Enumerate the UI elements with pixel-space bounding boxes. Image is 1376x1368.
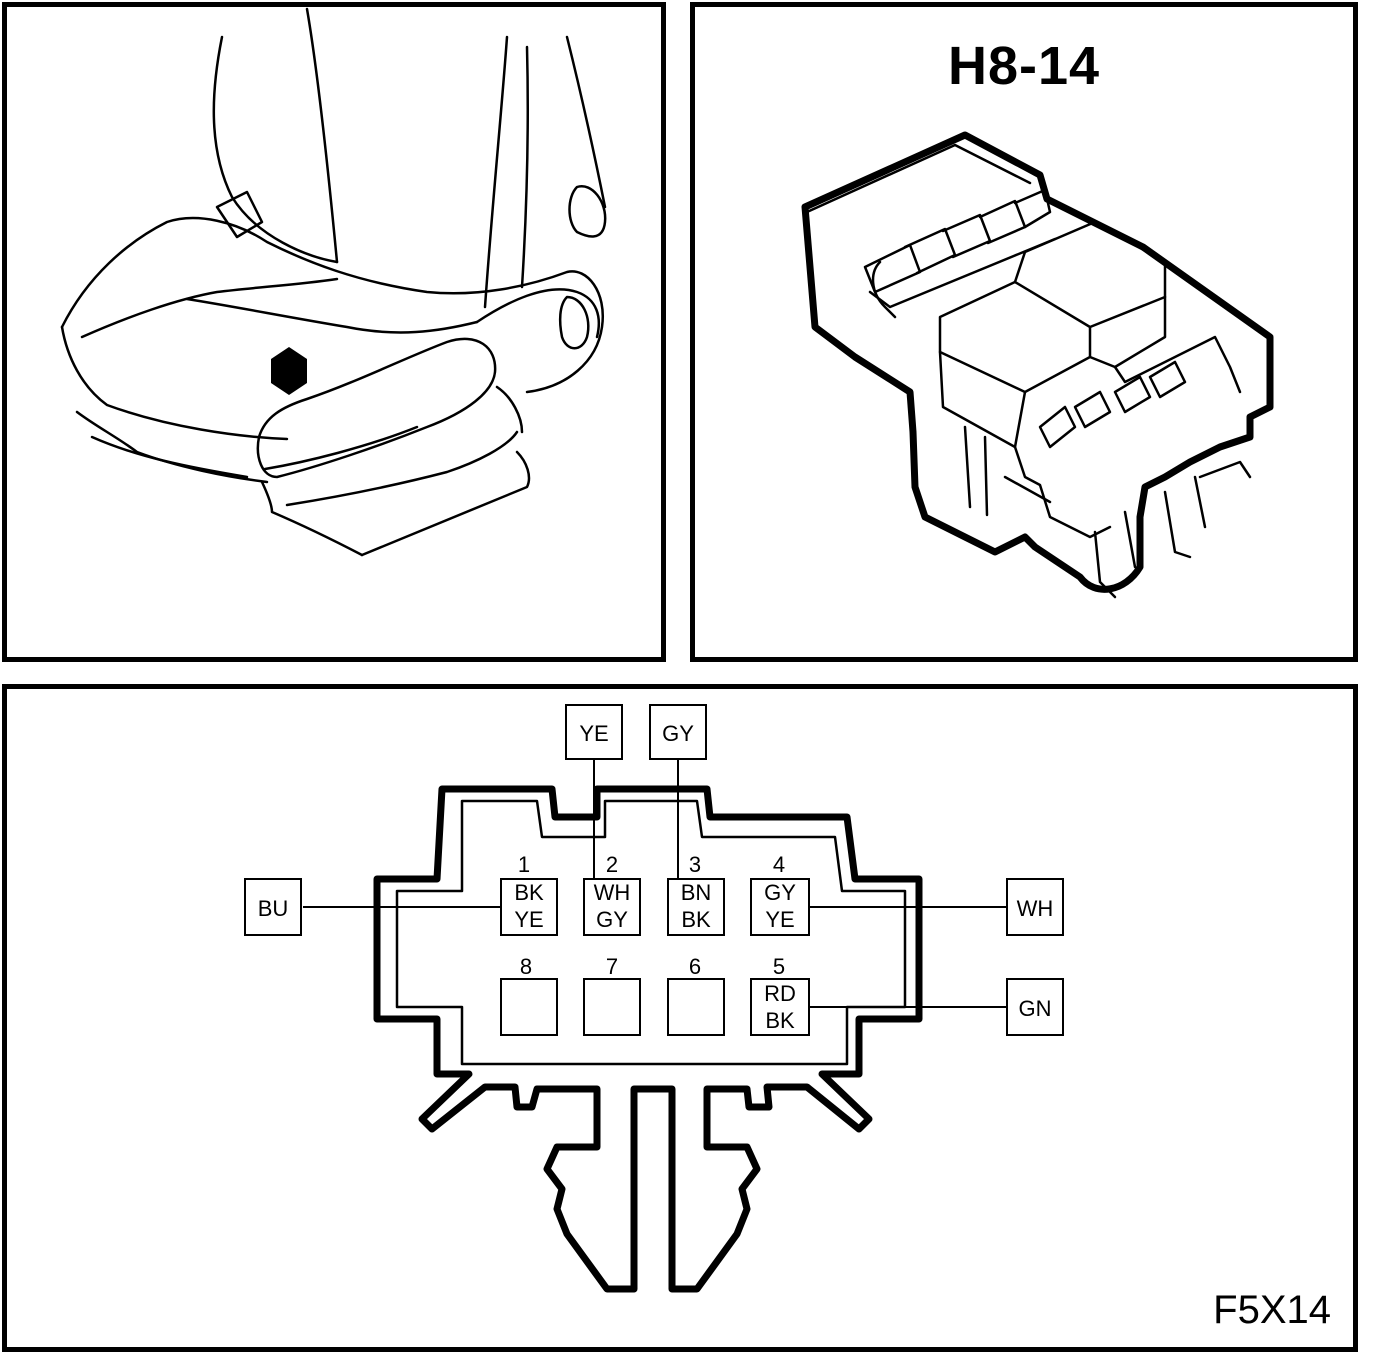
figure-code: F5X14 bbox=[1213, 1288, 1331, 1332]
pin-wire-color: GY bbox=[596, 907, 628, 932]
seat-location-panel bbox=[2, 2, 666, 662]
callout-gy-label: GY bbox=[662, 721, 694, 746]
pin-wire-color: BK bbox=[514, 880, 544, 905]
pin-7: 7 bbox=[583, 954, 641, 1036]
pin-wire-color: YE bbox=[765, 907, 794, 932]
pin-8: 8 bbox=[500, 954, 558, 1036]
pin-wire-color: BK bbox=[681, 907, 711, 932]
pin-6: 6 bbox=[667, 954, 725, 1036]
callout-wh-label: WH bbox=[1017, 896, 1054, 921]
pin-5: 5 RD BK bbox=[750, 954, 810, 1036]
callout-gn-label: GN bbox=[1019, 996, 1052, 1021]
connector-view-panel: H8-14 bbox=[690, 2, 1358, 662]
callout-wh: WH bbox=[1006, 878, 1064, 936]
pin-number: 6 bbox=[689, 954, 701, 979]
callout-gn: GN bbox=[1006, 978, 1064, 1036]
pin-number: 2 bbox=[606, 852, 618, 877]
pin-wire-color: RD bbox=[764, 981, 796, 1006]
pin-4: 4 GY YE bbox=[750, 852, 810, 936]
location-marker-icon bbox=[271, 347, 307, 395]
pin-wire-color: BK bbox=[765, 1008, 795, 1033]
connector-illustration bbox=[801, 131, 1274, 599]
callout-bu: BU bbox=[244, 878, 302, 936]
pin-number: 7 bbox=[606, 954, 618, 979]
pinout-diagram: YE GY BU WH GN 1 BK YE 2 WH GY bbox=[244, 704, 1064, 1293]
pin-number: 5 bbox=[773, 954, 785, 979]
pin-number: 4 bbox=[773, 852, 785, 877]
pin-wire-color: WH bbox=[594, 880, 631, 905]
seat-illustration bbox=[60, 7, 607, 557]
pin-wire-color: BN bbox=[681, 880, 712, 905]
pin-1: 1 BK YE bbox=[500, 852, 558, 936]
connector-id-title: H8-14 bbox=[947, 36, 1101, 96]
pin-wire-color: GY bbox=[764, 880, 796, 905]
pin-3: 3 BN BK bbox=[667, 852, 725, 936]
pinout-panel: YE GY BU WH GN 1 BK YE 2 WH GY bbox=[2, 684, 1358, 1352]
pin-number: 1 bbox=[518, 852, 530, 877]
callout-gy: GY bbox=[649, 704, 707, 760]
callout-ye: YE bbox=[565, 704, 623, 760]
pin-number: 3 bbox=[689, 852, 701, 877]
pin-number: 8 bbox=[520, 954, 532, 979]
pin-2: 2 WH GY bbox=[583, 852, 641, 936]
callout-bu-label: BU bbox=[258, 896, 289, 921]
callout-ye-label: YE bbox=[579, 721, 608, 746]
pin-wire-color: YE bbox=[514, 907, 543, 932]
